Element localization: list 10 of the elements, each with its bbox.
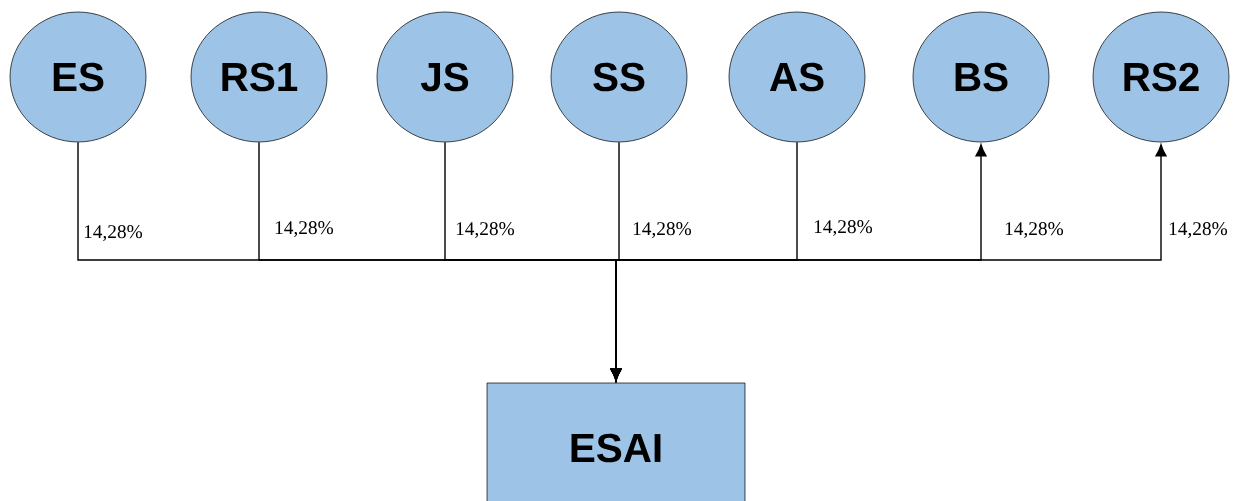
connector-arrow	[610, 141, 798, 381]
edge-label: 14,28%	[456, 222, 515, 238]
edge-label: 14,28%	[814, 220, 873, 236]
edge-label: 14,28%	[1005, 222, 1064, 238]
index-box: ESAI	[486, 382, 746, 501]
edge-label: 14,28%	[1169, 222, 1228, 238]
connector-arrow	[615, 144, 1167, 384]
edge-label: 14,28%	[84, 225, 143, 241]
edge-label: 14,28%	[275, 221, 334, 237]
edge-label: 14,28%	[633, 222, 692, 238]
